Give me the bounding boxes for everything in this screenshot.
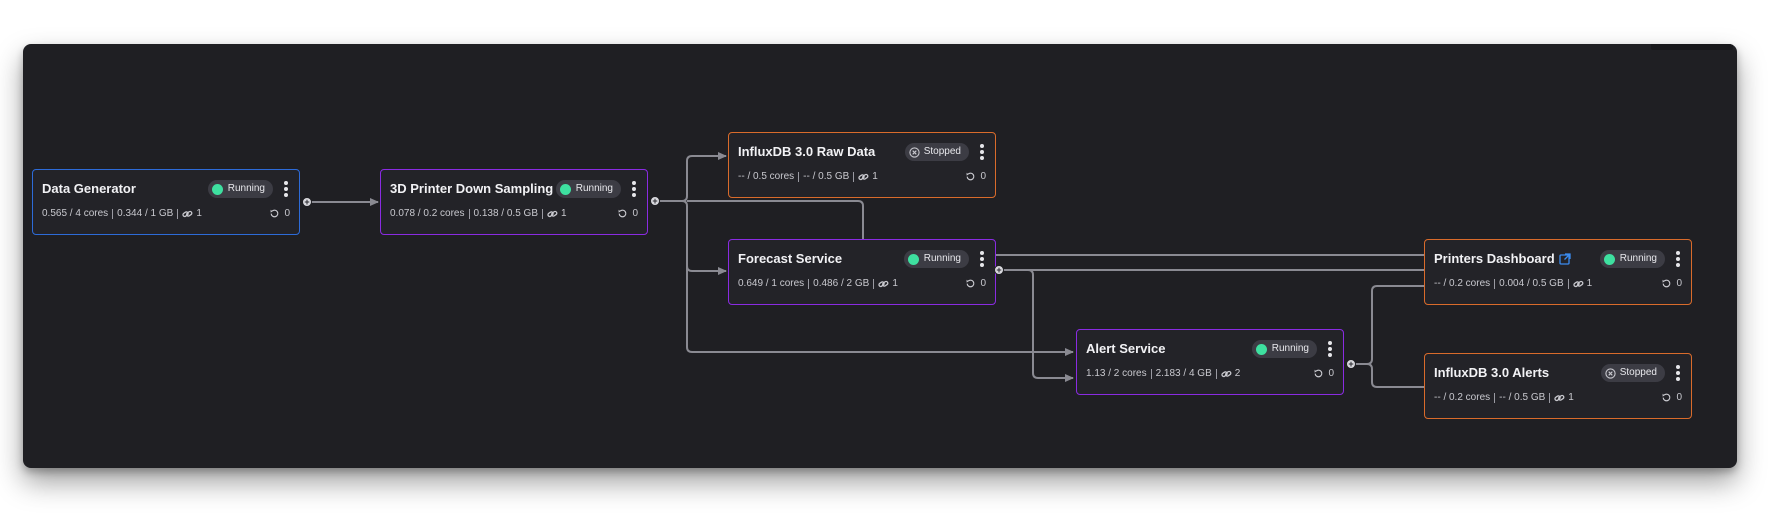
restart-icon — [618, 209, 627, 218]
kebab-menu-icon[interactable] — [1673, 249, 1683, 269]
node-alert-service[interactable]: Alert Service Running 1.13 / 2 cores 2.1… — [1076, 329, 1344, 395]
running-status-dot — [1603, 253, 1615, 265]
restart-icon — [1314, 369, 1323, 378]
node-title: Forecast Service — [738, 251, 843, 266]
edge-forecast-to-alert — [998, 269, 1074, 382]
running-status-dot — [907, 253, 919, 265]
restart-icon — [966, 279, 975, 288]
memory-usage: 0.344 / 1 GB — [117, 208, 174, 219]
restart-count: 0 — [966, 278, 986, 289]
status-badge: Stopped — [904, 143, 969, 161]
node-printers-dashboard[interactable]: Printers Dashboard Running -- / 0.2 core… — [1424, 239, 1692, 305]
link-icon — [1221, 369, 1232, 379]
restart-icon — [966, 172, 975, 181]
running-status-dot — [211, 183, 223, 195]
restart-icon — [270, 209, 279, 218]
kebab-menu-icon[interactable] — [1325, 339, 1335, 359]
restart-count: 0 — [618, 208, 638, 219]
replica-count: 1 — [1568, 392, 1574, 403]
restart-count: 0 — [966, 171, 986, 182]
node-title: Printers Dashboard — [1434, 251, 1571, 268]
restart-count: 0 — [1662, 278, 1682, 289]
replica-count: 1 — [1586, 278, 1593, 289]
pipeline-canvas[interactable]: Data Generator Running 0.565 / 4 cores 0… — [23, 44, 1737, 468]
cpu-usage: -- / 0.2 cores — [1434, 392, 1491, 403]
resource-stats: 0.565 / 4 cores 0.344 / 1 GB 1 — [42, 208, 202, 219]
resource-stats: -- / 0.2 cores -- / 0.5 GB 1 — [1434, 392, 1574, 403]
circle-x-icon — [1605, 367, 1616, 379]
restart-count: 0 — [1662, 392, 1682, 403]
node-forecast-service[interactable]: Forecast Service Running 0.649 / 1 cores… — [728, 239, 996, 305]
memory-usage: 0.138 / 0.5 GB — [473, 208, 539, 219]
output-port-plus-icon[interactable]: + — [1346, 359, 1356, 369]
edge-downsampling-to-forecast — [654, 200, 727, 275]
node-title: InfluxDB 3.0 Raw Data — [738, 144, 876, 159]
replica-count: 1 — [872, 171, 878, 182]
edge-downsampling-to-alert — [686, 266, 1074, 356]
node-printer-down-sampling[interactable]: 3D Printer Down Sampling Running 0.078 /… — [380, 169, 648, 235]
replica-count: 2 — [1234, 368, 1241, 379]
link-icon — [858, 172, 869, 182]
memory-usage: 2.183 / 4 GB — [1155, 368, 1212, 379]
kebab-menu-icon[interactable] — [281, 179, 291, 199]
restart-count: 0 — [1314, 368, 1334, 379]
edge-alert-to-dashboard — [1350, 282, 1434, 365]
node-title: InfluxDB 3.0 Alerts — [1434, 365, 1550, 380]
restart-count: 0 — [270, 208, 290, 219]
replica-count: 1 — [561, 208, 567, 219]
cpu-usage: -- / 0.5 cores — [738, 171, 795, 182]
connection-edges — [306, 152, 1434, 391]
memory-usage: 0.004 / 0.5 GB — [1499, 278, 1564, 289]
output-port-plus-icon[interactable]: + — [302, 197, 312, 207]
cpu-usage: -- / 0.2 cores — [1434, 278, 1491, 289]
kebab-menu-icon[interactable] — [1673, 363, 1683, 383]
circle-x-icon — [909, 146, 920, 158]
node-title: Data Generator — [42, 181, 136, 196]
output-port-plus-icon[interactable]: + — [650, 196, 660, 206]
status-badge: Running — [903, 250, 969, 268]
edge-alert-to-influx-alerts — [1350, 363, 1434, 391]
node-data-generator[interactable]: Data Generator Running 0.565 / 4 cores 0… — [32, 169, 300, 235]
status-badge: Running — [207, 180, 273, 198]
restart-icon — [1662, 279, 1671, 288]
status-badge: Running — [555, 180, 621, 198]
resource-stats: -- / 0.5 cores -- / 0.5 GB 1 — [738, 171, 878, 182]
node-influxdb-alerts[interactable]: InfluxDB 3.0 Alerts Stopped -- / 0.2 cor… — [1424, 353, 1692, 419]
cpu-usage: 0.078 / 0.2 cores — [390, 208, 465, 219]
link-icon — [182, 209, 193, 219]
output-port-plus-icon[interactable]: + — [994, 265, 1004, 275]
node-title: Alert Service — [1086, 341, 1166, 356]
external-link-icon[interactable] — [1559, 253, 1571, 268]
status-badge: Stopped — [1600, 364, 1665, 382]
link-icon — [1572, 279, 1584, 289]
replica-count: 1 — [892, 278, 898, 289]
cpu-usage: 1.13 / 2 cores — [1086, 368, 1147, 379]
cpu-usage: 0.649 / 1 cores — [738, 278, 805, 289]
resource-stats: -- / 0.2 cores 0.004 / 0.5 GB 1 — [1434, 278, 1592, 289]
canvas-corner-tab — [1651, 44, 1733, 50]
resource-stats: 0.078 / 0.2 cores 0.138 / 0.5 GB 1 — [390, 208, 567, 219]
memory-usage: -- / 0.5 GB — [803, 171, 850, 182]
kebab-menu-icon[interactable] — [977, 249, 987, 269]
memory-usage: -- / 0.5 GB — [1499, 392, 1546, 403]
status-badge: Running — [1251, 340, 1317, 358]
edge-downsampling-to-raw — [654, 152, 727, 202]
cpu-usage: 0.565 / 4 cores — [42, 208, 109, 219]
link-icon — [1554, 393, 1565, 403]
status-badge: Running — [1599, 250, 1665, 268]
kebab-menu-icon[interactable] — [977, 142, 987, 162]
node-influxdb-raw-data[interactable]: InfluxDB 3.0 Raw Data Stopped -- / 0.5 c… — [728, 132, 996, 198]
running-status-dot — [1255, 343, 1267, 355]
restart-icon — [1662, 393, 1671, 402]
resource-stats: 0.649 / 1 cores 0.486 / 2 GB 1 — [738, 278, 898, 289]
node-title: 3D Printer Down Sampling — [390, 181, 554, 196]
replica-count: 1 — [196, 208, 202, 219]
running-status-dot — [559, 183, 571, 195]
memory-usage: 0.486 / 2 GB — [813, 278, 870, 289]
link-icon — [878, 279, 889, 289]
kebab-menu-icon[interactable] — [629, 179, 639, 199]
resource-stats: 1.13 / 2 cores 2.183 / 4 GB 2 — [1086, 368, 1240, 379]
link-icon — [547, 209, 558, 219]
edge-downsampling-to-raw-back — [687, 200, 864, 239]
